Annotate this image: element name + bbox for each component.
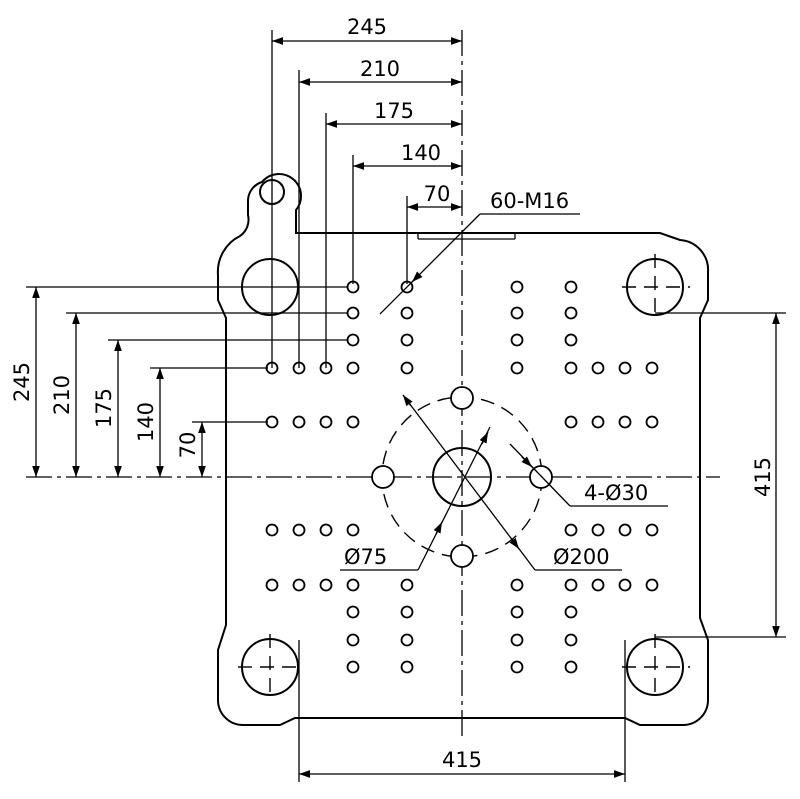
tapped-hole [510, 633, 524, 647]
ring-hole-bottom [450, 544, 474, 568]
dim-text-top-140: 140 [401, 141, 441, 165]
tapped-hole [591, 578, 605, 592]
tapped-hole [510, 605, 524, 619]
dim-text-top-245: 245 [347, 15, 387, 39]
tapped-hole [645, 415, 659, 429]
tapped-hole [510, 361, 524, 375]
tapped-hole [510, 280, 524, 294]
tapped-hole [564, 578, 578, 592]
tapped-hole [564, 660, 578, 674]
tapped-hole-grid [265, 280, 659, 674]
tapped-hole [510, 578, 524, 592]
leader-phi75-arrow-a [479, 431, 489, 445]
tapped-hole [346, 660, 360, 674]
leader-phi200-arrow-a [402, 394, 413, 407]
tapped-hole [400, 333, 414, 347]
tapped-hole [346, 523, 360, 537]
leader-60-M16-arrow [411, 271, 423, 283]
tapped-hole [591, 361, 605, 375]
tapped-hole [292, 523, 306, 537]
tapped-hole [564, 306, 578, 320]
leader-phi75-arrow-b [433, 521, 443, 535]
leader-phi75 [417, 426, 491, 571]
dim-text-right-415: 415 [751, 457, 775, 497]
tapped-hole [645, 361, 659, 375]
dim-text-top-70: 70 [424, 182, 451, 206]
leader-4-phi30-arrow [521, 456, 533, 468]
tapped-hole [564, 633, 578, 647]
leader-phi200-arrow-b [509, 537, 520, 550]
tapped-hole [319, 415, 333, 429]
tapped-hole [400, 361, 414, 375]
leader-4-phi30 [509, 443, 571, 507]
tapped-hole [292, 415, 306, 429]
dim-text-left-70: 70 [176, 432, 200, 459]
tapped-hole [591, 415, 605, 429]
tapped-hole [564, 333, 578, 347]
tapped-hole [618, 578, 632, 592]
dim-text-left-210: 210 [50, 375, 74, 415]
tapped-hole [564, 523, 578, 537]
tapped-hole [319, 578, 333, 592]
dim-text-left-245: 245 [10, 362, 34, 402]
tapped-hole [591, 523, 605, 537]
tapped-hole [564, 415, 578, 429]
tapped-hole [618, 361, 632, 375]
tapped-hole [346, 415, 360, 429]
tapped-hole [510, 333, 524, 347]
ring-hole-left [371, 465, 395, 489]
tapped-hole [400, 633, 414, 647]
tapped-hole [346, 361, 360, 375]
tapped-hole [265, 523, 279, 537]
tapped-hole [564, 361, 578, 375]
callout-4-phi30: 4-Ø30 [584, 481, 648, 505]
center-bore [432, 447, 492, 507]
tapped-hole [265, 578, 279, 592]
tapped-hole [346, 306, 360, 320]
dim-text-left-140: 140 [134, 402, 158, 442]
leader-60-M16 [379, 213, 481, 315]
dim-text-top-210: 210 [360, 57, 400, 81]
tapped-hole [618, 523, 632, 537]
tapped-hole [510, 660, 524, 674]
callout-60-M16: 60-M16 [490, 189, 569, 213]
platen-outline [216, 172, 710, 726]
tapped-hole [346, 605, 360, 619]
tapped-hole [265, 415, 279, 429]
tapped-hole [400, 605, 414, 619]
callout-phi75: Ø75 [344, 545, 387, 569]
tapped-hole [319, 523, 333, 537]
dim-text-bottom-415: 415 [442, 748, 482, 772]
tapped-hole [400, 578, 414, 592]
tapped-hole [645, 523, 659, 537]
tapped-hole [346, 578, 360, 592]
tapped-hole [346, 633, 360, 647]
tapped-hole [564, 605, 578, 619]
callout-phi200: Ø200 [553, 545, 610, 569]
ring-hole-top [450, 386, 474, 410]
dim-text-left-175: 175 [92, 388, 116, 428]
tapped-hole [346, 333, 360, 347]
tapped-hole [564, 280, 578, 294]
tapped-hole [510, 306, 524, 320]
dim-text-top-175: 175 [374, 99, 414, 123]
tapped-hole [292, 578, 306, 592]
tapped-hole [400, 306, 414, 320]
tapped-hole [645, 578, 659, 592]
tapped-hole [618, 415, 632, 429]
tapped-hole [400, 660, 414, 674]
